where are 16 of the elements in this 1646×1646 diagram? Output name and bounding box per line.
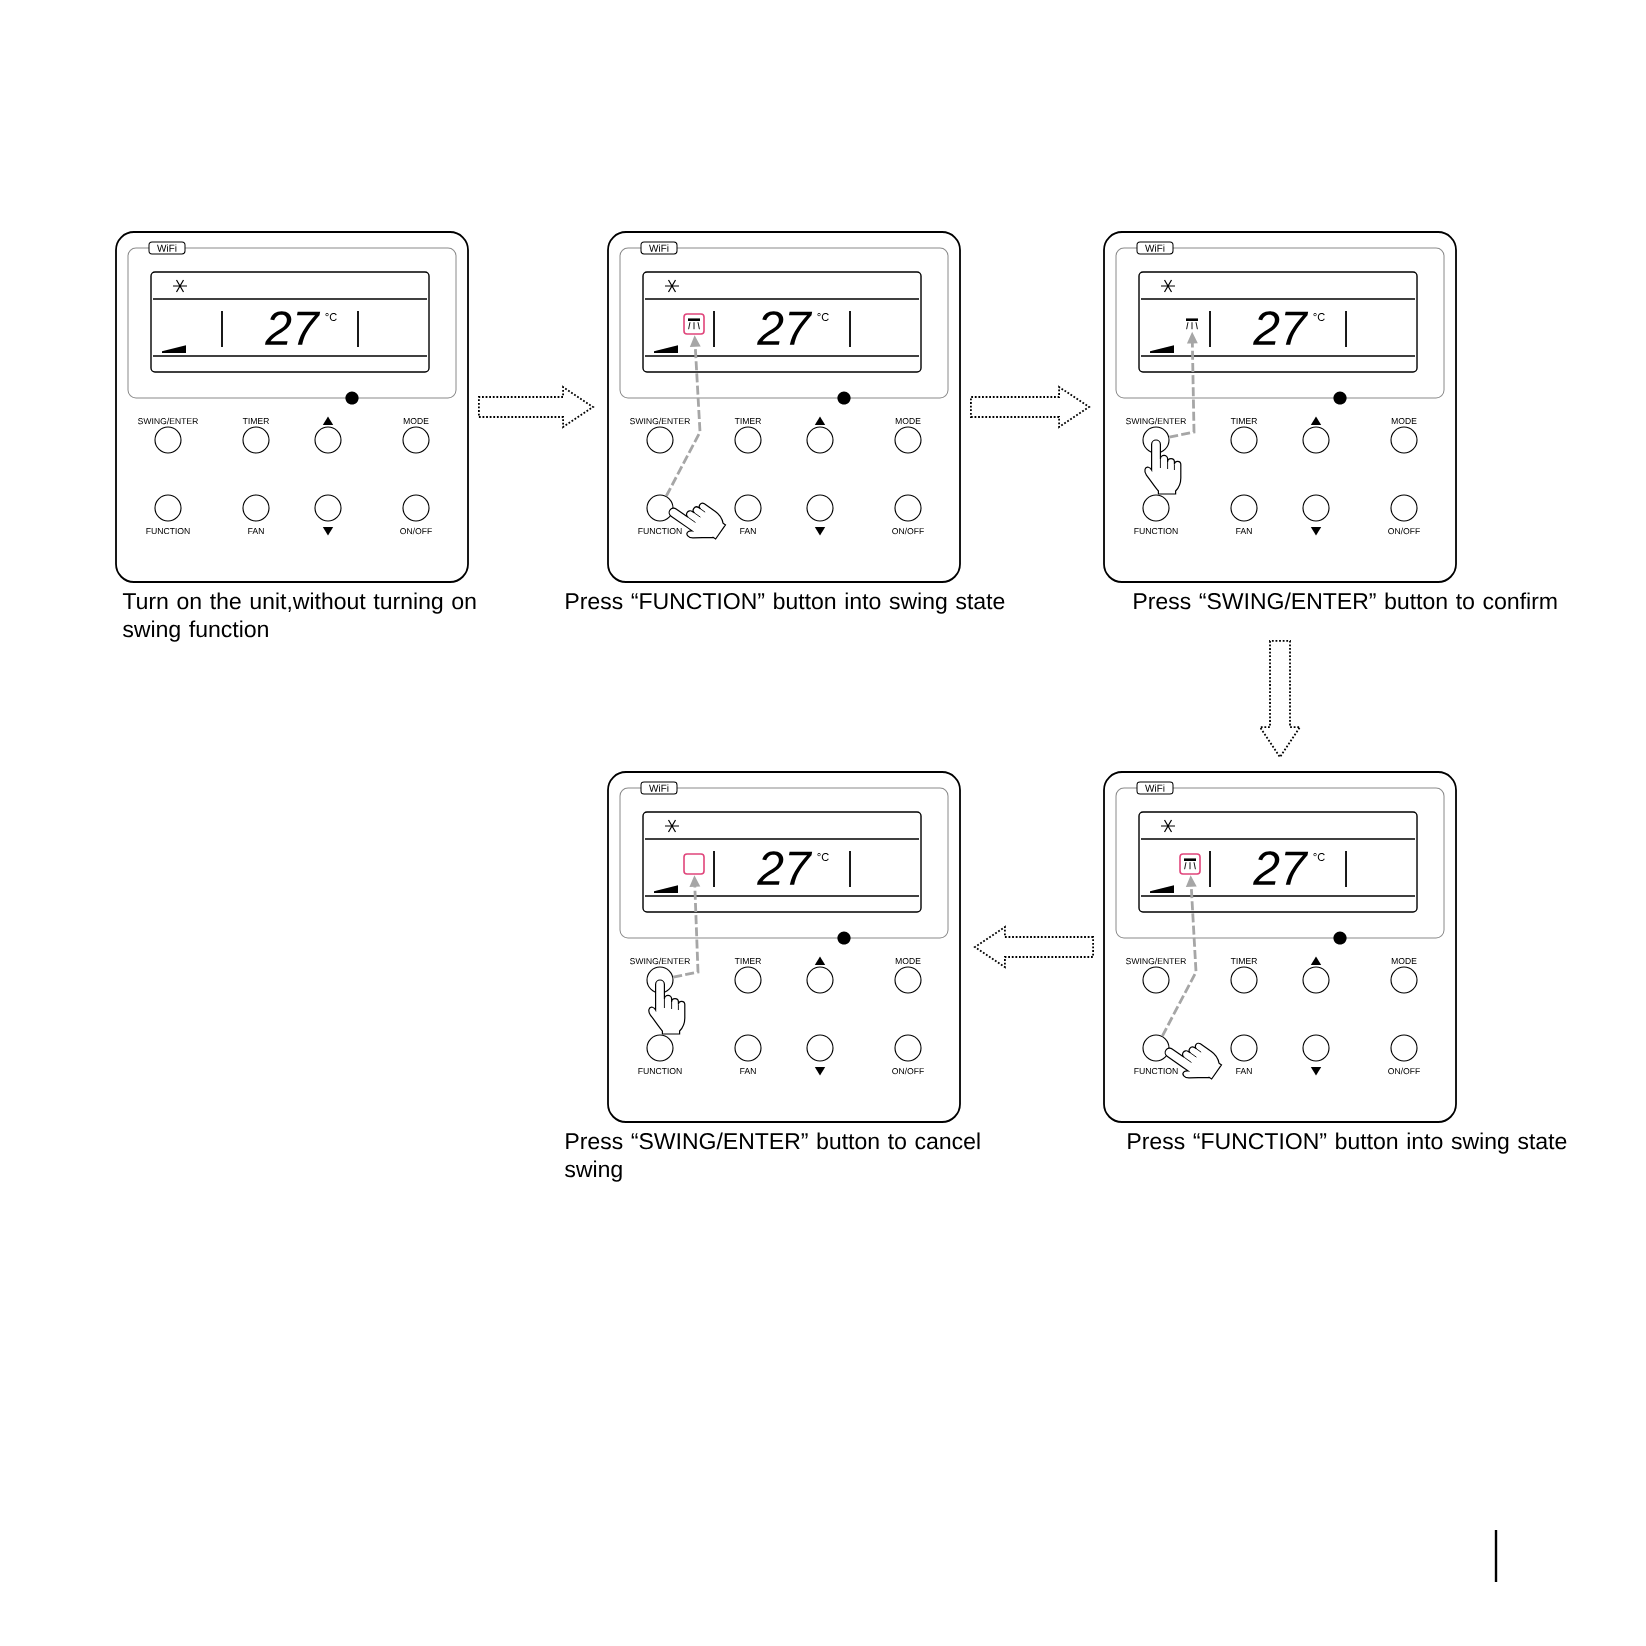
block-arrow — [1258, 640, 1302, 759]
caption-text: Turn on the unit,without turning on swing function — [122, 592, 476, 642]
block-arrow — [478, 385, 595, 429]
temperature-digits: 27 — [265, 311, 321, 345]
caption-text: Press “SWING/ENTER” button to cancel swing — [565, 1132, 980, 1182]
block-arrow — [973, 925, 1094, 969]
block-arrow — [970, 385, 1091, 429]
temperature-digits: 27 — [1253, 851, 1309, 885]
temperature-digits: 27 — [757, 311, 813, 345]
temperature-digits: 27 — [757, 851, 813, 885]
caption-text: Press “FUNCTION” button into swing state — [1128, 1132, 1567, 1154]
caption-text: Press “FUNCTION” button into swing state — [566, 592, 1005, 614]
swing-icon — [1186, 318, 1198, 330]
highlight-box — [683, 853, 705, 875]
caption-text: Press “SWING/ENTER” button to confirm — [1134, 592, 1557, 610]
temperature-digits: 27 — [1253, 311, 1309, 345]
